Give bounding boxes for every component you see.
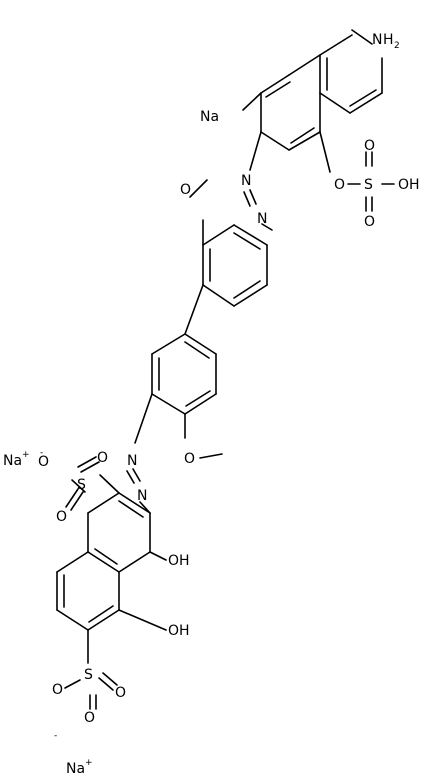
sulfonate-1-sulfur-label: S: [77, 477, 86, 493]
hydroxyl-2-label: OH: [168, 623, 190, 639]
amino-subscript: 2: [394, 41, 400, 51]
sodium-mid-label: Na: [3, 453, 22, 469]
azo-n2-label: N: [257, 211, 267, 227]
sulfonate-1-charge: -: [40, 448, 43, 458]
sulfonate-1-oxygen-a-label: O: [97, 450, 108, 466]
hydroxyl-1-label: OH: [168, 553, 190, 569]
amino-n-label: N: [372, 32, 382, 48]
azo-n1-label: N: [241, 173, 251, 189]
sodium-mid-charge: +: [22, 450, 30, 460]
sulfonate-2-oxide-label: O: [52, 682, 63, 698]
azo-n3-label: N: [127, 453, 137, 469]
sulfonate-2-charge: -: [54, 731, 57, 741]
ester-oxygen-label: O: [334, 177, 345, 193]
atom-labels: N H 2 Na O S OH O O N N O O N N S O O O …: [3, 32, 420, 777]
sulfonate-2-oxygen-a-label: O: [115, 685, 126, 701]
sulfate-sulfur-label: S: [364, 177, 373, 193]
sulfate-oxygen-up-label: O: [364, 138, 375, 154]
bond-lines: [56, 29, 395, 710]
sodium-bottom-charge: +: [85, 758, 93, 768]
azo-n4-label: N: [137, 488, 147, 504]
sulfonate-1-oxygen-b-label: O: [56, 509, 67, 525]
sulfate-oxygen-down-label: O: [364, 214, 375, 230]
methoxy-2-oxygen-label: O: [184, 451, 195, 467]
methoxy-1-oxygen-label: O: [180, 182, 191, 198]
amino-h-label: H: [383, 32, 394, 48]
sulfonate-2-sulfur-label: S: [84, 667, 93, 683]
sulfate-oh-label: OH: [398, 177, 420, 193]
sulfonate-1-oxide-label: O: [38, 454, 49, 470]
sodium-top-label: Na: [200, 109, 219, 125]
sodium-bottom-label: Na: [66, 761, 85, 777]
sulfonate-2-oxygen-b-label: O: [84, 710, 95, 726]
